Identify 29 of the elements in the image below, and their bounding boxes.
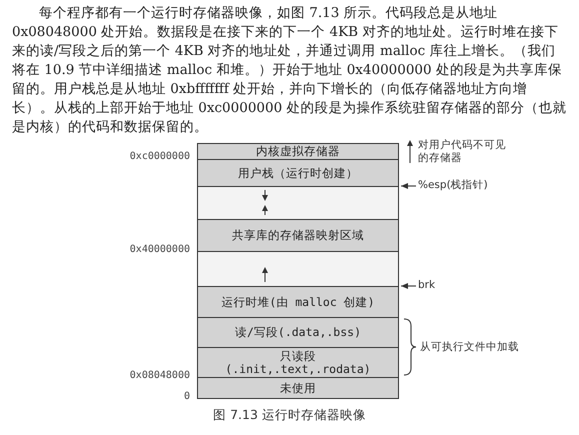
address-label: 0 xyxy=(184,391,190,403)
segment-label: 内核虚拟存储器 xyxy=(256,145,340,158)
free-memory-region xyxy=(197,186,399,220)
figure-caption: 图 7.13 运行时存储器映像 xyxy=(213,407,366,422)
memory-segment xyxy=(197,159,399,187)
memory-segment xyxy=(197,347,399,378)
memory-segment xyxy=(197,317,399,348)
memory-segment xyxy=(197,143,399,160)
segment-label: 运行时堆(由 malloc 创建) xyxy=(221,296,375,308)
memory-segment xyxy=(197,286,399,318)
pointer-label: %esp(栈指针) xyxy=(418,179,488,192)
segment-label: 读/写段(.data,.bss) xyxy=(234,326,361,339)
body-paragraph: 每个程序都有一个运行时存储器映像，如图 7.13 所示。代码段总是从地址 0x08048000 处开始。数据段是在接下来的下一个 4KB 对齐的地址处。运行时堆在接下来的读/写段之后的第一个 4KB 对齐的地址处，并通过调用 malloc 库往上增长。（我们将在 10.9 节中详细描述 malloc 和堆。）开始于地址 0x40000000 处的段是为共享库保留的。用户栈总是从地址 0xbfffffff 处开始，并向下增长的（向低存储器地址方向增长）。从栈的上部开始于地址 0xc0000000 处的段是为操作系统驻留存储器的部分（也就是内核）的代码和数据保留的。 xyxy=(12,4,568,137)
memory-segment xyxy=(197,377,399,399)
address-label: 0x08048000 xyxy=(130,370,190,382)
segment-label: 未使用 xyxy=(280,382,316,394)
segment-label: 共享库的存储器映射区域 xyxy=(232,229,364,242)
segment-label: 只读段 xyxy=(280,350,316,362)
brace-label: 从可执行文件中加载 xyxy=(420,341,519,354)
region-note: 对用户代码不可见的存储器 xyxy=(418,139,507,165)
memory-segment xyxy=(197,219,399,252)
leader-arrow xyxy=(400,283,416,289)
segment-label: (.init,.text,.rodata) xyxy=(225,362,371,376)
leader-arrow xyxy=(400,183,416,189)
segment-label: 用户栈（运行时创建） xyxy=(238,166,358,180)
address-label: 0x40000000 xyxy=(130,244,190,256)
pointer-label: brk xyxy=(418,279,436,292)
address-label: 0xc0000000 xyxy=(130,151,190,163)
free-memory-region xyxy=(197,251,399,287)
